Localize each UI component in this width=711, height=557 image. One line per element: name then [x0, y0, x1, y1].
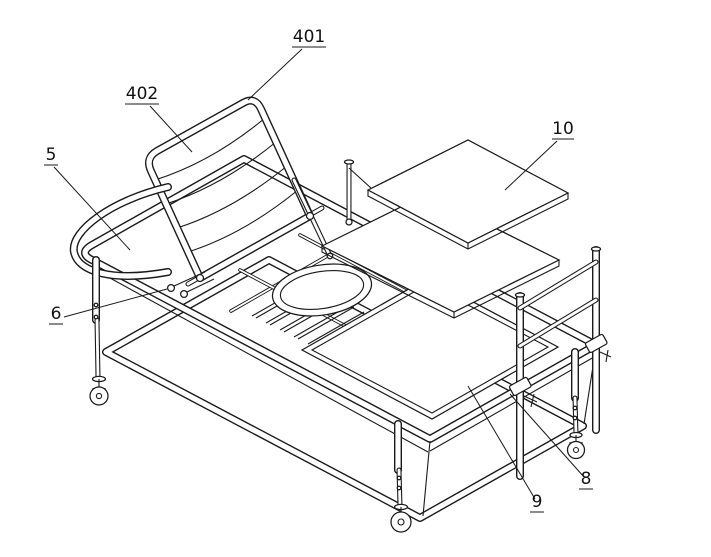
backrest-frame-tube: [149, 101, 310, 278]
rail-clamp-far: [584, 333, 608, 354]
rail-post-cap-far: [590, 246, 602, 252]
lower-table-thickness: [321, 246, 560, 319]
bedpan-opening: [271, 263, 373, 317]
leader-line-10: [504, 140, 558, 191]
caster-hub: [397, 518, 405, 526]
adjustment-hole: [93, 314, 99, 320]
panel-inner-frame: [310, 283, 550, 414]
reference-labels: 401 402 5 6 10 8 9: [44, 27, 593, 513]
opening-outer-ring: [271, 263, 373, 317]
leader-line-5: [53, 166, 131, 251]
post-base-clamp: [345, 218, 353, 226]
frame-depth-line: [87, 265, 595, 453]
hinge-link-lines: [173, 271, 215, 293]
post-cap: [343, 159, 355, 165]
adjustment-hole: [93, 302, 99, 308]
adjustment-hole: [396, 475, 402, 481]
hinge-bolt-a: [166, 283, 176, 293]
caster-wheel: [390, 511, 412, 533]
upper-table-thickness: [367, 190, 569, 250]
leader-line-9: [467, 385, 536, 500]
rail-post-cap-near: [514, 292, 526, 298]
opening-inner-ring: [279, 270, 365, 310]
caster-wheel: [566, 440, 586, 460]
rail-clamp-near: [508, 376, 532, 397]
backrest-fabric-lines: [154, 117, 299, 253]
legs-and-casters: [89, 260, 586, 533]
caster-wheel: [89, 386, 109, 406]
ref-label-6: 6: [51, 304, 62, 324]
ref-label-8: 8: [581, 469, 592, 489]
leader-line-401: [247, 48, 303, 101]
ref-label-401: 401: [293, 27, 325, 47]
side-guard-rail: [508, 246, 612, 476]
ref-label-9: 9: [532, 492, 543, 512]
adjustment-hole: [572, 405, 578, 411]
hinge-bolt-b: [179, 289, 189, 299]
adjustment-hole: [572, 415, 578, 421]
adjustment-hole: [396, 485, 402, 491]
left-leg-telescope-inner: [95, 318, 100, 380]
ref-label-5: 5: [46, 145, 57, 165]
overbed-tables: [320, 139, 570, 319]
table-support-post: [343, 159, 373, 226]
panel-outer-frame: [300, 277, 560, 420]
backrest-frame-tube-inner: [149, 101, 310, 278]
caster-hub: [572, 446, 580, 454]
ref-label-402: 402: [126, 84, 158, 104]
leg-section-panel: [300, 277, 560, 420]
clamp-screw-handles: [523, 349, 612, 408]
backrest-tube-end-far: [305, 211, 315, 221]
leader-line-6: [63, 288, 168, 318]
backrest-assembly: [149, 101, 334, 299]
caster-hub: [95, 392, 103, 400]
leader-line-8: [509, 393, 585, 478]
table-arm: [348, 167, 373, 190]
ref-label-10: 10: [552, 119, 574, 139]
leader-line-402: [149, 105, 193, 153]
